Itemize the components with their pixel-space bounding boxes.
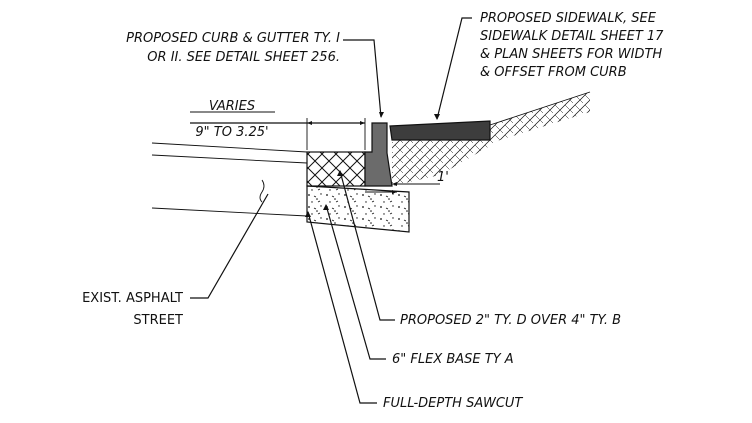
flex-base-label: 6" FLEX BASE TY A	[392, 352, 514, 367]
varies-dimension	[190, 111, 366, 150]
sidewalk-label-line4: & OFFSET FROM CURB	[480, 65, 627, 80]
curb-gutter	[364, 122, 393, 187]
surface-course-label: PROPOSED 2" TY. D OVER 4" TY. B	[400, 313, 621, 328]
sidewalk-slab	[389, 120, 491, 141]
sidewalk-label-line2: SIDEWALK DETAIL SHEET 17	[480, 29, 664, 44]
one-foot-label: 1'	[437, 170, 449, 185]
asphalt-label-line2: STREET	[133, 313, 183, 328]
sidewalk-label-line1: PROPOSED SIDEWALK, SEE	[480, 11, 657, 26]
sidewalk-label-line3: & PLAN SHEETS FOR WIDTH	[480, 47, 662, 62]
one-foot-dimension	[365, 182, 440, 194]
dim-range-label: 9" TO 3.25'	[195, 125, 268, 140]
embankment	[392, 91, 591, 186]
existing-asphalt	[151, 142, 308, 217]
asphalt-label-line1: EXIST. ASPHALT	[82, 291, 183, 306]
varies-label: VARIES	[209, 99, 255, 114]
flex-base-layer	[306, 185, 410, 233]
curb-label-line1: PROPOSED CURB & GUTTER TY. I	[126, 31, 340, 46]
surface-course-layer	[306, 151, 366, 187]
curb-label-line2: OR II. SEE DETAIL SHEET 256.	[147, 50, 340, 65]
leader-lines	[190, 17, 472, 404]
sawcut-label: FULL-DEPTH SAWCUT	[383, 396, 523, 411]
